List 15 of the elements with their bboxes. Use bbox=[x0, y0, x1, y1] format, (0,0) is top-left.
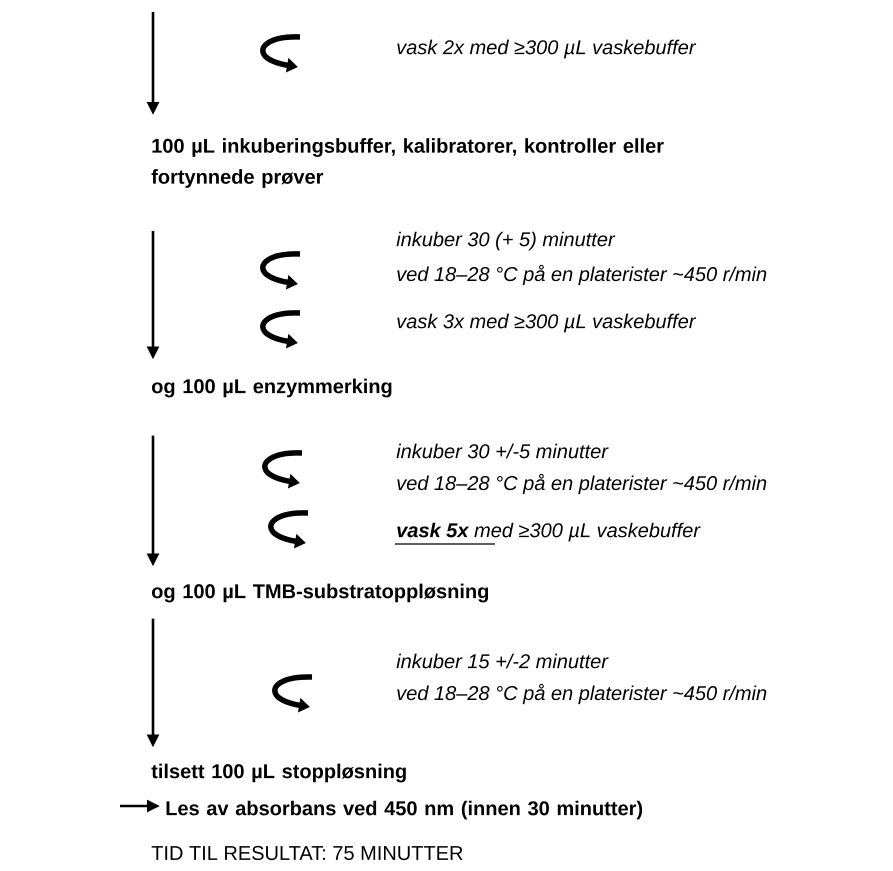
step-note: inkuber 30 +/-5 minutter bbox=[396, 444, 609, 458]
step-note: vask 5x med ≥300 µL vaskebuffer bbox=[397, 522, 701, 542]
step-text: tilsett 100 µL stoppløsning bbox=[151, 764, 406, 782]
step-note: inkuber 15 +/-2 minutter bbox=[396, 654, 609, 668]
step-text: og 100 µL enzymmerking bbox=[152, 378, 392, 398]
step-note: vask 2x med ≥300 µL vaskebuffer bbox=[397, 40, 696, 58]
step-text: 100 µL inkuberingsbuffer, kalibratorer, kontroller eller fortynnede prøver bbox=[152, 138, 664, 188]
step-note: ved 18–28 °C på en platerister ~450 r/min bbox=[397, 474, 766, 494]
step-note: ved 18–28 °C på en platerister ~450 r/min bbox=[397, 264, 766, 286]
step-text: og 100 µL TMB-substratoppløsning bbox=[152, 584, 488, 602]
result-note: TID TIL RESULTAT: 75 MINUTTER bbox=[152, 846, 463, 860]
step-note: vask 3x med ≥300 µL vaskebuffer bbox=[397, 314, 696, 332]
step-text: Les av absorbans ved 450 nm (innen 30 minutter) bbox=[166, 800, 642, 820]
step-note: inkuber 30 (+ 5) minutter bbox=[396, 232, 616, 250]
step-note: ved 18–28 °C på en platerister ~450 r/min bbox=[397, 684, 766, 704]
